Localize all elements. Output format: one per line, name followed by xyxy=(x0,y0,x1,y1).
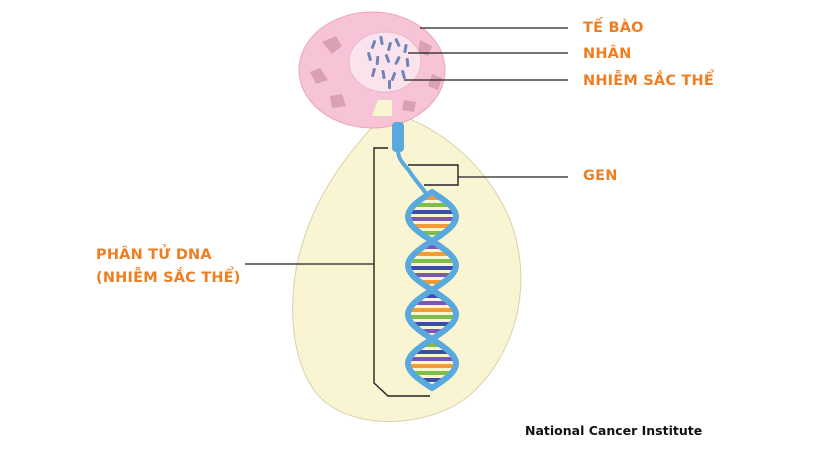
label-dna-line1: PHÂN TỬ DNA xyxy=(96,247,212,263)
dna-strand-top xyxy=(396,122,427,194)
chromosome-icon xyxy=(367,51,372,62)
chromosome-icon xyxy=(381,69,386,80)
chromosome-icon xyxy=(390,72,397,81)
credit-text: National Cancer Institute xyxy=(525,423,703,438)
chromosome-icon xyxy=(394,38,401,47)
chromosome-icon xyxy=(405,57,410,68)
double-helix xyxy=(404,189,460,391)
chromosome-icon xyxy=(375,55,380,66)
helix-strand-b xyxy=(404,189,460,391)
chromosome-icon xyxy=(403,43,408,54)
cell-organelle xyxy=(322,36,342,54)
cell-organelle xyxy=(428,74,442,90)
chromosome-cluster xyxy=(367,35,410,89)
cell-organelle xyxy=(330,94,346,108)
label-nucleus: NHÂN xyxy=(583,46,632,62)
cell-organelle xyxy=(418,40,432,56)
label-dna-line2: (NHIỄM SẮC THỂ) xyxy=(96,270,241,286)
dna-bracket xyxy=(373,147,430,397)
chromosome-icon xyxy=(371,67,376,78)
cell-organelle xyxy=(402,100,416,112)
chromosome-icon xyxy=(388,80,391,89)
nucleus xyxy=(348,31,422,93)
cell-organelle xyxy=(310,68,328,84)
chromosome-icon xyxy=(394,56,401,65)
label-chromosome: NHIỄM SẮC THỂ xyxy=(583,73,714,89)
chromosome-icon xyxy=(387,41,392,52)
chromosome-icon xyxy=(384,54,391,63)
gene-bracket xyxy=(408,164,459,186)
label-gene: GEN xyxy=(583,168,618,184)
chromosome-icon xyxy=(370,40,377,49)
chromosome-icon xyxy=(401,69,406,80)
label-cell: TẾ BÀO xyxy=(583,20,644,36)
chromosome-icon xyxy=(379,35,384,46)
zoom-neck xyxy=(372,100,392,116)
chromosome-tip xyxy=(392,122,404,152)
label-dna-molecule: PHÂN TỬ DNA (NHIỄM SẮC THỂ) xyxy=(96,244,241,290)
